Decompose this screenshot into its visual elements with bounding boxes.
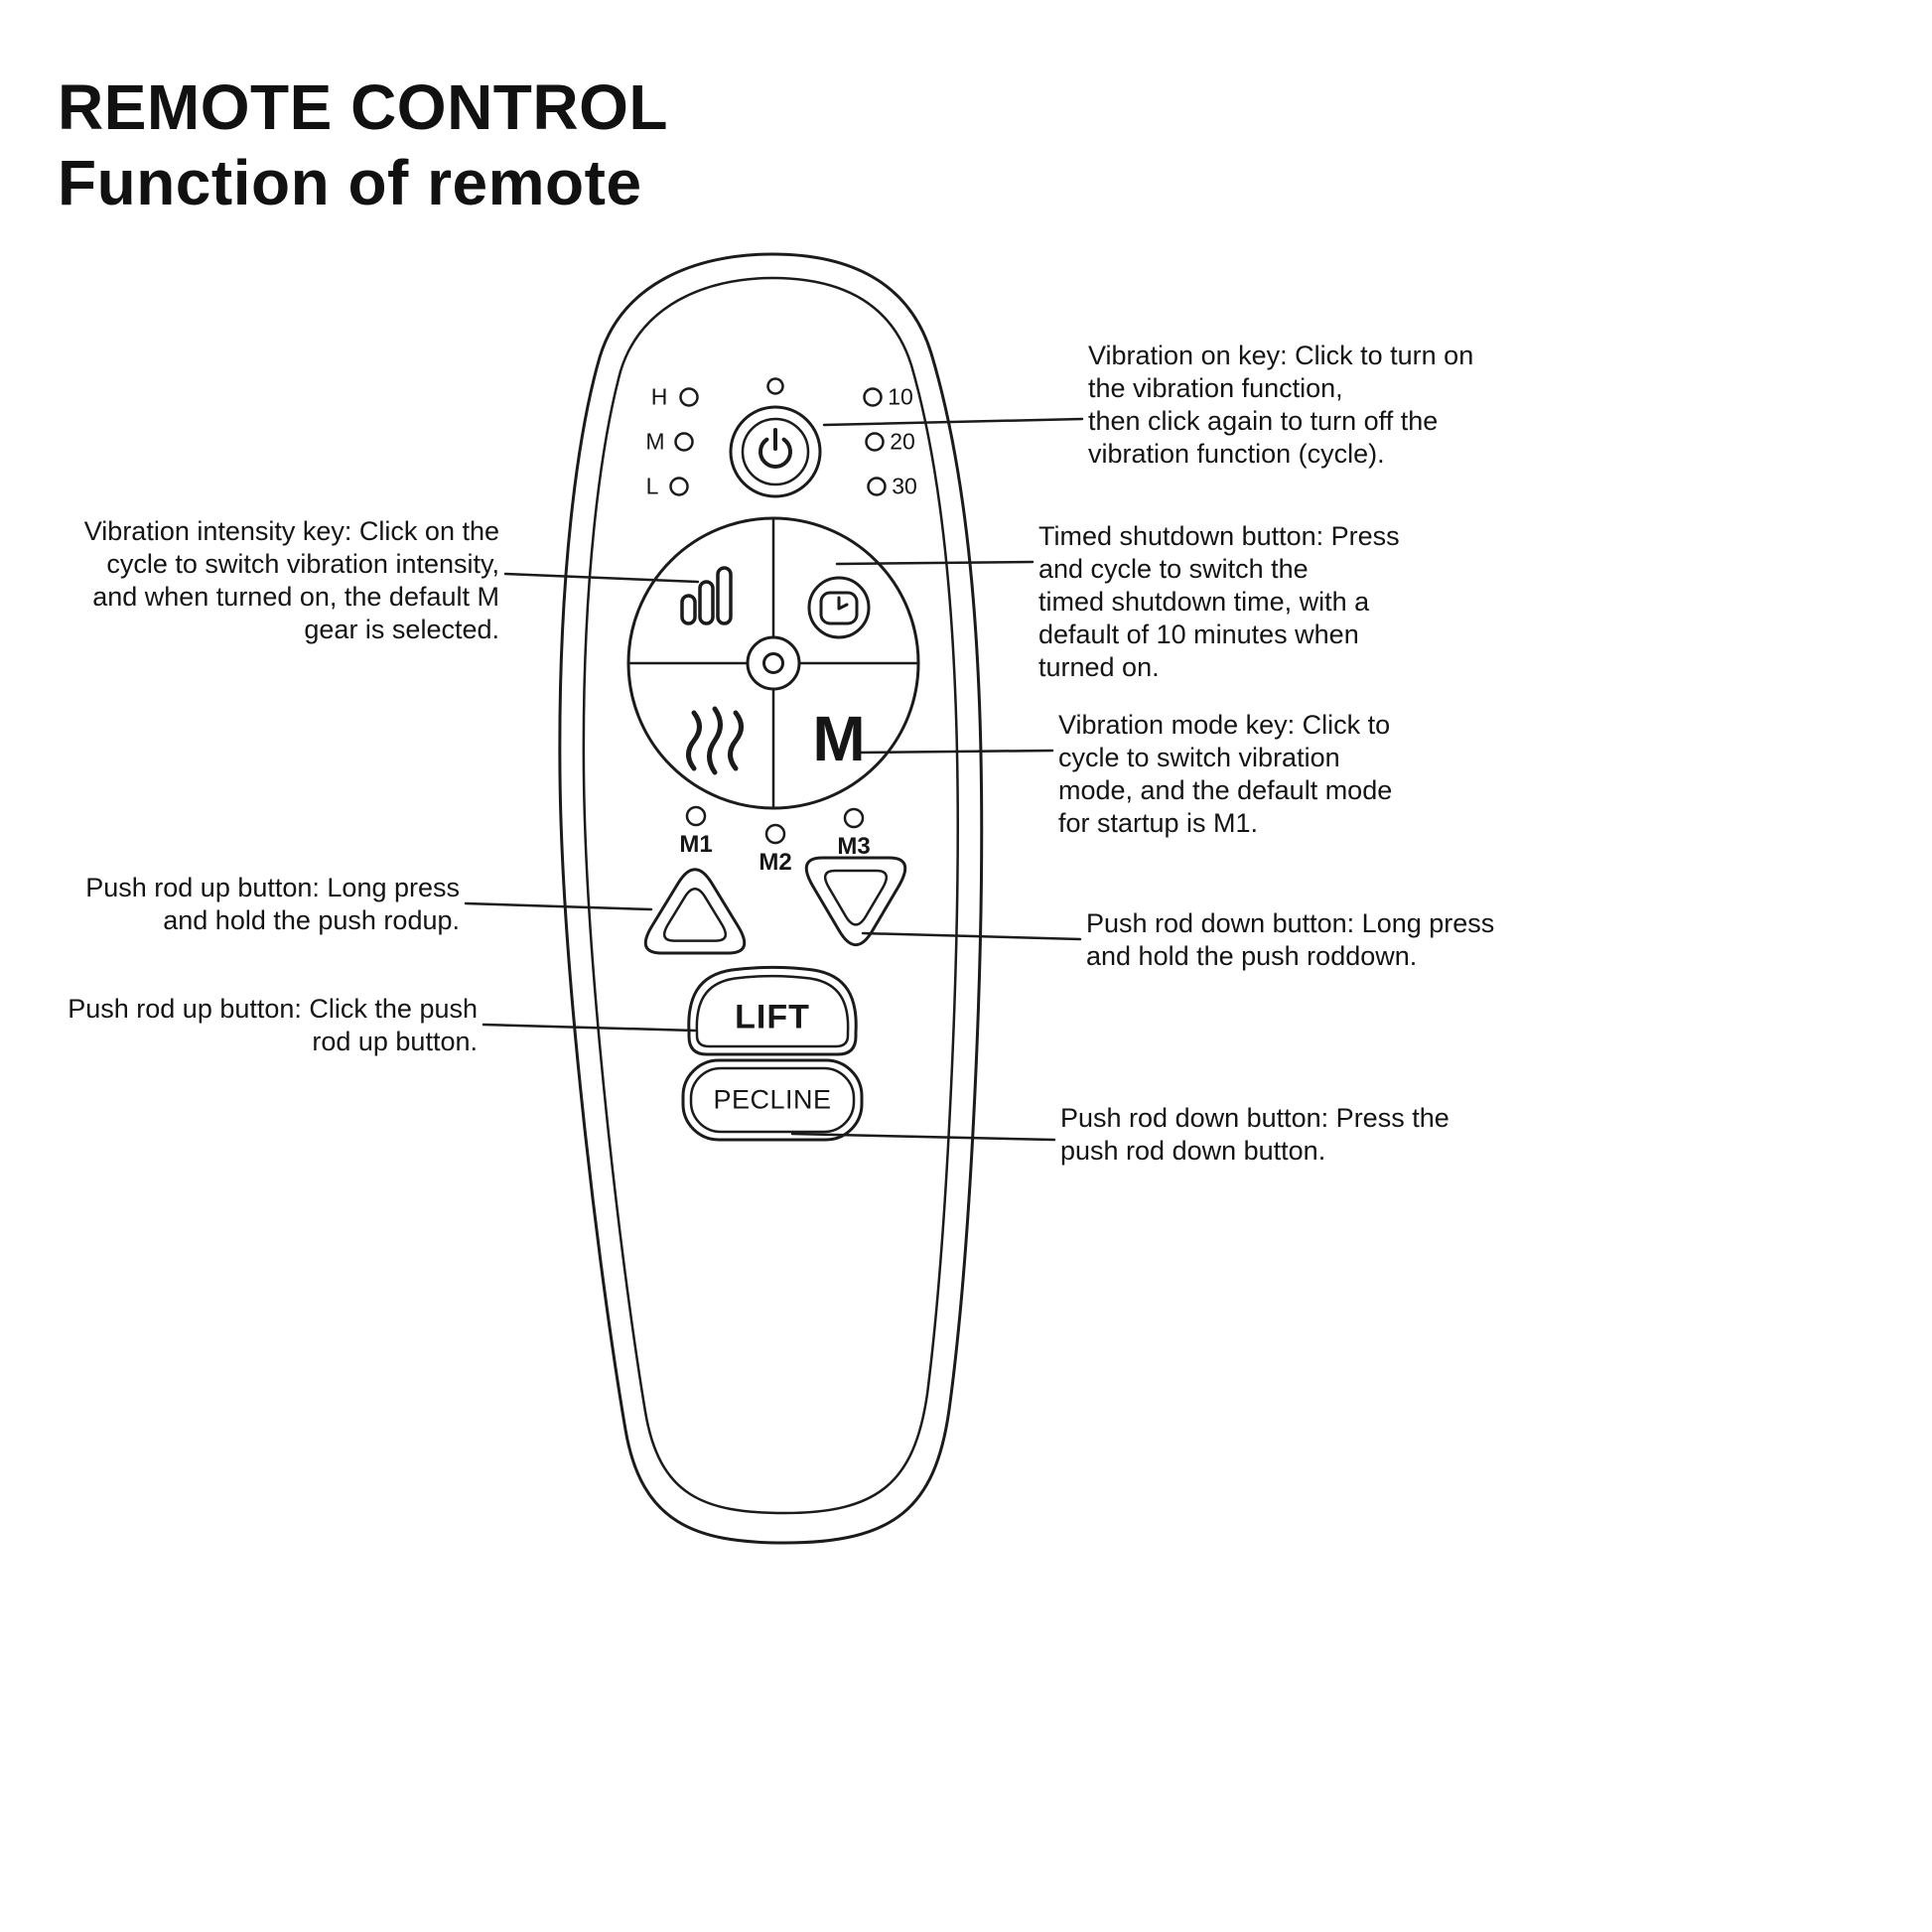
pecline-button-label: PECLINE [713, 1084, 832, 1115]
page-title: REMOTE CONTROL Function of remote [58, 69, 668, 220]
annotation-timed-shutdown: Timed shutdown button: Press and cycle t… [1038, 521, 1400, 682]
annotation-push-up-click: Push rod up button: Click the push rod u… [68, 994, 478, 1056]
intensity-label-h: H [650, 383, 668, 410]
mode-label-m3: M3 [837, 833, 871, 860]
leader-push-up-click [482, 1023, 697, 1033]
annotation-push-down-long: Push rod down button: Long press and hol… [1086, 908, 1495, 971]
m1-light [685, 805, 707, 827]
page-title-line1: REMOTE CONTROL [58, 71, 668, 143]
pecline-button [681, 1058, 864, 1142]
timer-label-10: 10 [888, 383, 913, 410]
annotation-vibration-on: Vibration on key: Click to turn on the v… [1088, 341, 1474, 469]
heat-waves-icon [686, 706, 744, 775]
lift-button-label: LIFT [735, 998, 810, 1036]
annotation-push-up-long: Push rod up button: Long press and hold … [85, 873, 460, 935]
power-indicator-light [766, 377, 784, 395]
intensity-label-m: M [645, 428, 665, 455]
timer-indicator-lights [863, 387, 887, 496]
m2-light [764, 823, 786, 845]
annotation-vibration-mode: Vibration mode key: Click to cycle to sw… [1058, 710, 1393, 838]
h-indicator-light [679, 387, 699, 407]
signal-bars-icon [680, 566, 733, 625]
annotation-push-down-press: Push rod down button: Press the push rod… [1060, 1103, 1449, 1166]
annotation-vibration-intensity: Vibration intensity key: Click on the cy… [83, 516, 499, 644]
m3-light [843, 807, 865, 829]
leader-lines [464, 417, 1084, 1142]
power-button [729, 377, 822, 498]
page-title-line2: Function of remote [58, 147, 642, 218]
timer-label-20: 20 [890, 428, 915, 455]
leader-vibration-intensity [503, 572, 700, 584]
timer-clock-icon [807, 576, 871, 639]
leader-push-up-long [464, 901, 653, 911]
mode-key-label: M [812, 703, 866, 774]
timer-10-light [863, 387, 883, 407]
leader-timed-shutdown [835, 560, 1035, 566]
mode-indicator-lights [685, 805, 865, 845]
timer-30-light [867, 477, 887, 496]
leader-push-down-press [790, 1132, 1056, 1142]
leader-vibration-mode [854, 749, 1054, 755]
mode-label-m2: M2 [759, 849, 792, 876]
push-down-button [804, 856, 907, 947]
lift-button [687, 965, 858, 1056]
function-dial [626, 516, 920, 810]
dial-center-dot [762, 652, 784, 674]
l-indicator-light [669, 477, 689, 496]
power-icon [759, 428, 792, 469]
leader-vibration-on [822, 417, 1084, 427]
timer-label-30: 30 [892, 473, 917, 499]
push-up-button [643, 868, 747, 955]
m-indicator-light [674, 432, 694, 452]
intensity-label-l: L [645, 473, 659, 499]
timer-20-light [865, 432, 885, 452]
mode-label-m1: M1 [679, 831, 713, 858]
intensity-indicator-lights [669, 387, 699, 496]
leader-push-down-long [861, 931, 1082, 941]
